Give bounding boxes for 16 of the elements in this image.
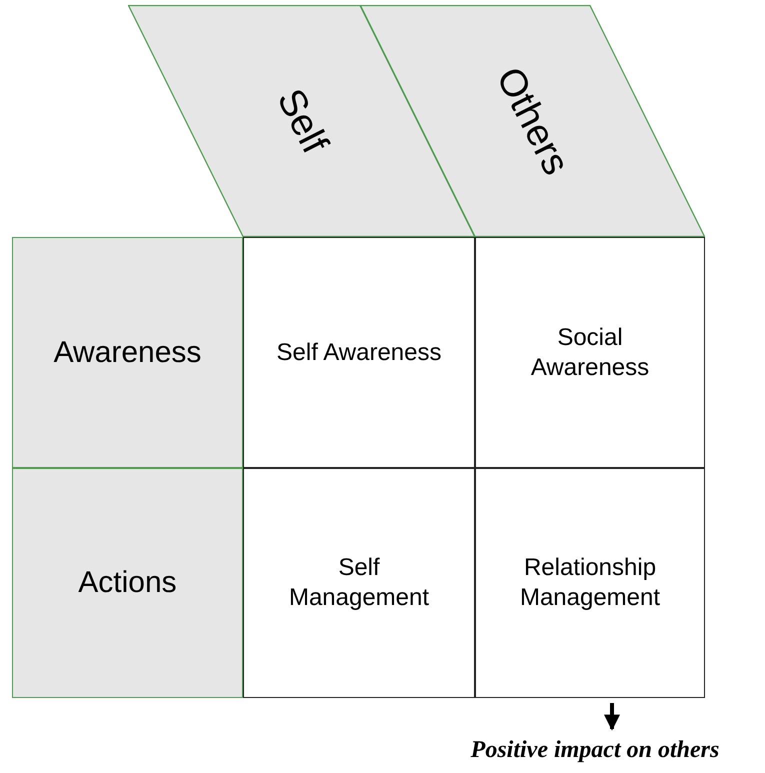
row-header: Awareness (54, 334, 202, 371)
matrix-cell-text: Social Awareness (530, 322, 650, 382)
matrix-box (475, 237, 705, 468)
matrix-box (243, 237, 475, 468)
matrix-cell-text: Self Management (288, 553, 430, 613)
row-header: Actions (78, 565, 177, 602)
column-header: Others (487, 60, 578, 182)
column-header: Self (267, 82, 336, 160)
matrix-box (243, 468, 475, 698)
header-box (12, 468, 243, 698)
outcome-note: Positive impact on others (470, 736, 720, 764)
matrix-cell-text: Relationship Management (518, 553, 662, 613)
arrow (604, 703, 620, 731)
matrix-cell: Self Awareness (276, 338, 442, 368)
header-box (12, 237, 243, 468)
matrix-box (475, 468, 705, 698)
